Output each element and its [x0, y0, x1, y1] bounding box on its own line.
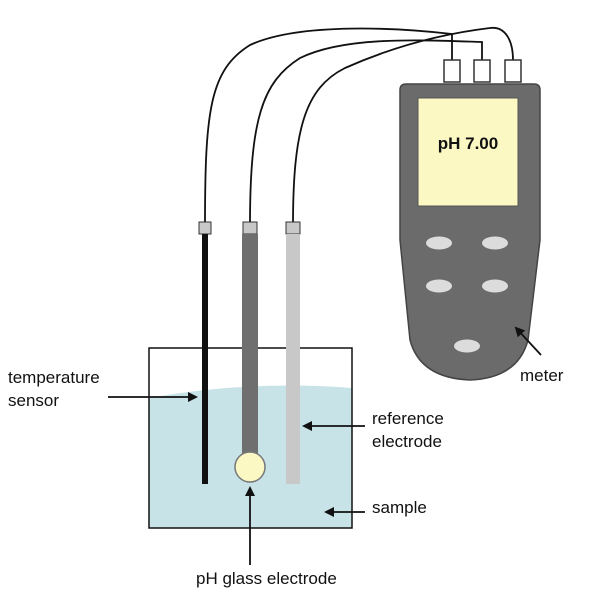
glass-electrode-bulb: [234, 451, 266, 483]
temperature-probe-cap: [198, 221, 212, 235]
glass-electrode-stem: [242, 234, 258, 456]
reference-electrode-label: electrode: [372, 432, 442, 451]
reference-electrode-cap: [285, 221, 301, 235]
reference-electrode-cable: [292, 27, 514, 226]
meter-button: [482, 279, 508, 293]
glass-electrode-cap: [242, 221, 258, 235]
reference-electrode: [286, 234, 300, 484]
temperature-cable: [204, 27, 453, 226]
sample-label: sample: [372, 498, 427, 517]
temperature-sensor-label: temperature: [8, 368, 100, 387]
temperature-probe: [202, 234, 208, 484]
meter-button: [454, 339, 480, 353]
meter-connector-3: [504, 59, 522, 83]
ph-glass-electrode-label: pH glass electrode: [196, 569, 337, 588]
meter-arrow: [514, 326, 542, 356]
cables: [204, 27, 514, 226]
meter-label: meter: [520, 366, 564, 385]
reference-electrode-label: reference: [372, 409, 444, 428]
meter-connector-1: [443, 59, 461, 83]
meter-display-text: pH 7.00: [438, 134, 498, 153]
meter-button: [426, 279, 452, 293]
glass-electrode-cable: [249, 39, 483, 226]
meter-button: [426, 236, 452, 250]
meter-button: [482, 236, 508, 250]
meter-connector-2: [473, 59, 491, 83]
temperature-sensor-label: sensor: [8, 391, 59, 410]
meter-screen: [417, 97, 519, 207]
probes: [198, 221, 301, 484]
labels: temperature sensor reference electrode s…: [8, 366, 564, 588]
annotation-arrows: [108, 326, 542, 565]
meter: pH 7.00: [399, 59, 541, 381]
